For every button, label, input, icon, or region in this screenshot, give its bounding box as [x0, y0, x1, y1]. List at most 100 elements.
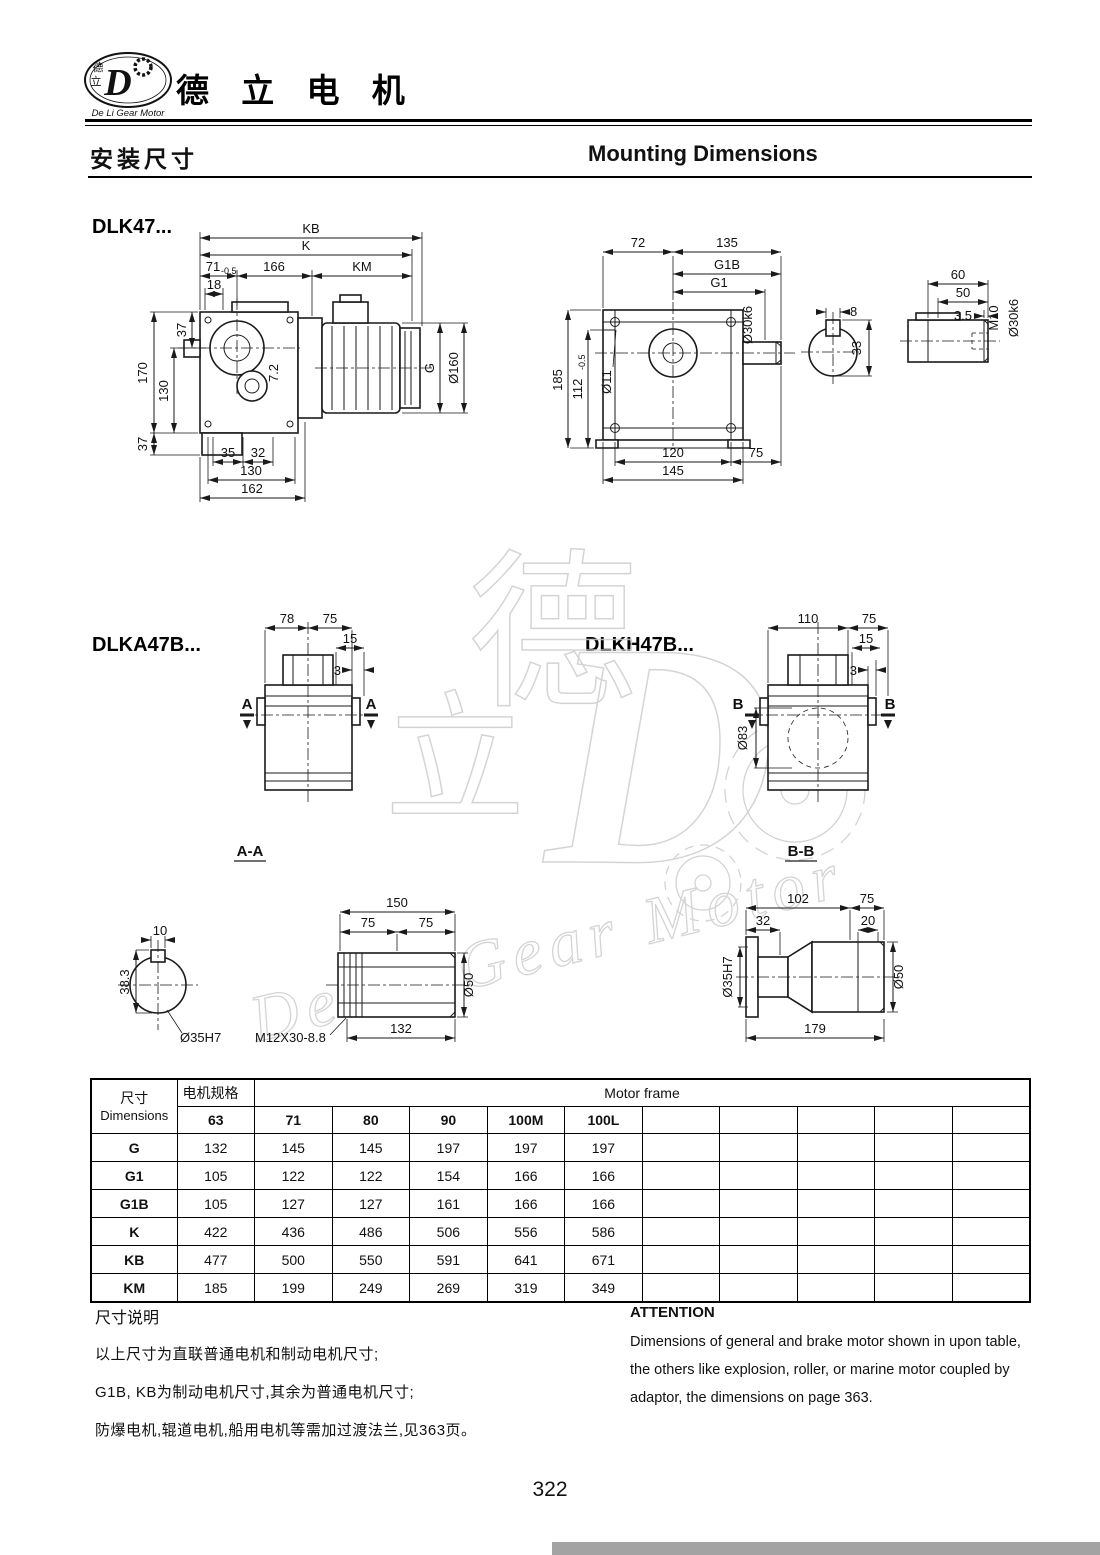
- table-cell: 127: [331, 1189, 411, 1218]
- table-cell-empty: [951, 1245, 1031, 1274]
- section-label-a-left: A: [242, 696, 253, 713]
- dim-75-dlka: 75: [323, 611, 337, 626]
- title-rule: [88, 176, 1032, 178]
- table-header-dimensions: 尺寸 Dimensions: [90, 1078, 178, 1134]
- table-row-km: KM 185 199 249 269 319 349: [90, 1273, 1031, 1303]
- section-aa-title: A-A: [237, 843, 264, 860]
- dim-3-dlkh: 3: [850, 663, 857, 678]
- table-header-dimensions-en: Dimensions: [100, 1107, 169, 1123]
- table-cell-empty: [874, 1245, 953, 1274]
- table-row-g1b: G1B 105 127 127 161 166 166: [90, 1189, 1031, 1218]
- watermark-char-de: 德: [468, 539, 638, 729]
- dim-dia35h7-bb: Ø35H7: [720, 956, 735, 997]
- row-label: G1B: [90, 1189, 178, 1218]
- table-cell: 197: [409, 1133, 488, 1162]
- logo-gear-icon: [133, 57, 153, 77]
- section-label-b-right: B: [885, 696, 896, 713]
- dim-135: 135: [716, 235, 738, 250]
- watermark-char-li: 立: [385, 681, 525, 838]
- notes-cn-title: 尺寸说明: [95, 1310, 160, 1327]
- notes-en-title: ATTENTION: [630, 1304, 715, 1321]
- frame-col-empty: [641, 1106, 721, 1134]
- table-cell: 105: [176, 1189, 256, 1218]
- dim-8: 8: [850, 304, 857, 319]
- table-cell: 166: [486, 1161, 566, 1190]
- frame-col-100l: 100L: [564, 1106, 643, 1134]
- dim-37-top: 37: [174, 323, 189, 337]
- table-cell: 122: [331, 1161, 411, 1190]
- table-cell: 556: [486, 1217, 566, 1246]
- dim-130-bottom: 130: [240, 463, 262, 478]
- frame-col-71: 71: [254, 1106, 333, 1134]
- dim-15-dlkh: 15: [859, 631, 873, 646]
- dim-78: 78: [280, 611, 294, 626]
- dim-185: 185: [550, 369, 565, 391]
- table-cell: 641: [486, 1245, 566, 1274]
- table-cell: 486: [331, 1217, 411, 1246]
- table-cell: 269: [409, 1273, 488, 1303]
- section-bb-title: B-B: [788, 843, 815, 860]
- page-footer-bar: [552, 1542, 1100, 1555]
- dimensions-table: 尺寸 Dimensions 电机规格 Motor frame 63 71 80 …: [90, 1078, 1031, 1303]
- watermark-gear-small-icon: [664, 844, 742, 922]
- table-cell: 197: [564, 1133, 643, 1162]
- dim-75-aa-right: 75: [419, 915, 433, 930]
- table-cell: 127: [254, 1189, 333, 1218]
- table-cell: 166: [486, 1189, 566, 1218]
- dlk47-side-view: [178, 294, 432, 456]
- dim-dia11: Ø11: [599, 370, 614, 394]
- frame-col-empty: [874, 1106, 953, 1134]
- table-row-g1: G1 105 122 122 154 166 166: [90, 1161, 1031, 1190]
- dim-dia30k6-front: Ø30k6: [740, 306, 755, 344]
- table-row-k: K 422 436 486 506 556 586: [90, 1217, 1031, 1246]
- page-title-cn: 安装尺寸: [90, 146, 198, 172]
- dlkh47b-view: B B 110 75 15 3 Ø83: [733, 611, 896, 802]
- dim-162: 162: [241, 481, 263, 496]
- table-cell: 199: [254, 1273, 333, 1303]
- table-cell: 166: [564, 1161, 643, 1190]
- dim-k: K: [302, 238, 311, 253]
- model-label-dlkh47b: DLKH47B...: [585, 634, 694, 656]
- table-cell: 422: [176, 1217, 256, 1246]
- frame-col-empty: [719, 1106, 798, 1134]
- frame-col-63: 63: [176, 1106, 256, 1134]
- table-cell: 145: [254, 1133, 333, 1162]
- row-label: G1: [90, 1161, 178, 1190]
- table-cell-empty: [719, 1273, 798, 1303]
- table-cell: 161: [409, 1189, 488, 1218]
- table-cell: 132: [176, 1133, 256, 1162]
- table-header-motor-frame: Motor frame: [254, 1078, 1031, 1107]
- table-cell-empty: [796, 1161, 876, 1190]
- dim-75-bb: 75: [860, 891, 874, 906]
- dim-g1b: G1B: [714, 257, 740, 272]
- dim-kb: KB: [302, 221, 319, 236]
- notes-en-line: adaptor, the dimensions on page 363.: [630, 1390, 873, 1406]
- dim-120: 120: [662, 445, 684, 460]
- dim-3-dlka: 3: [334, 663, 341, 678]
- table-cell-empty: [874, 1273, 953, 1303]
- brand-name: 德 立 电 机: [176, 74, 417, 110]
- dlk47-front-view: [595, 302, 795, 449]
- table-cell: 197: [486, 1133, 566, 1162]
- dim-72: 72: [631, 235, 645, 250]
- dim-179: 179: [804, 1021, 826, 1036]
- table-cell: 550: [331, 1245, 411, 1274]
- dlk47-side-dimensions: KB K 71 -0.5 166 KM 18 170 130 37 37 7.2…: [135, 221, 468, 502]
- table-cell: 105: [176, 1161, 256, 1190]
- dim-110: 110: [798, 611, 819, 626]
- table-cell-empty: [641, 1217, 721, 1246]
- dlka47b-view: A A 78 75 15 3: [240, 611, 378, 802]
- logo-subtitle: De Li Gear Motor: [92, 108, 166, 119]
- table-cell: 166: [564, 1189, 643, 1218]
- table-cell: 436: [254, 1217, 333, 1246]
- dim-170: 170: [135, 362, 150, 384]
- dim-m10: M10: [986, 305, 1001, 330]
- table-cell-empty: [951, 1133, 1031, 1162]
- table-cell-empty: [951, 1217, 1031, 1246]
- table-cell: 185: [176, 1273, 256, 1303]
- table-cell-empty: [641, 1273, 721, 1303]
- table-cell-empty: [951, 1161, 1031, 1190]
- table-cell-empty: [951, 1273, 1031, 1303]
- dim-145: 145: [662, 463, 684, 478]
